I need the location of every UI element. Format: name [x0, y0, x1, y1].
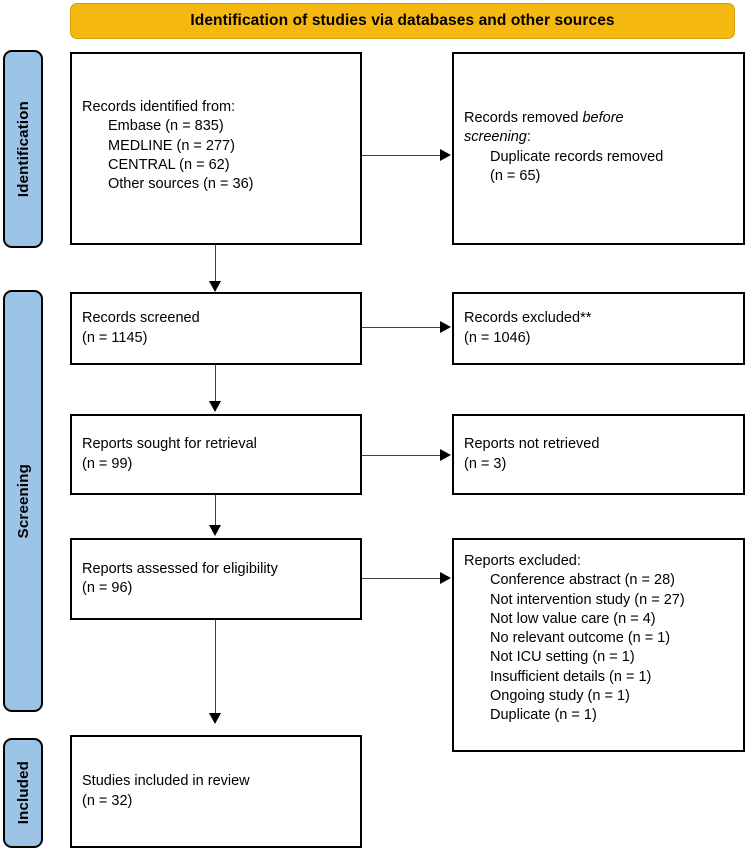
box-records-screened: Records screened (n = 1145): [70, 292, 362, 365]
records-screened-label: Records screened: [82, 310, 200, 327]
box-records-removed: Records removed before screening: Duplic…: [452, 52, 745, 245]
reports-excluded-item-insufficient-details: Insufficient details (n = 1): [490, 668, 652, 685]
box-studies-included: Studies included in review (n = 32): [70, 735, 362, 848]
records-identified-heading: Records identified from:: [82, 99, 236, 115]
connector-identified-to-removed: [362, 155, 440, 156]
reports-excluded-item-not-low-value-care: Not low value care (n = 4): [490, 610, 656, 627]
reports-not-retrieved-label: Reports not retrieved: [464, 436, 600, 453]
arrowhead-sought-to-not-retrieved: [440, 449, 451, 461]
reports-excluded-item-conference-abstract: Conference abstract (n = 28): [490, 572, 675, 589]
reports-sought-label: Reports sought for retrieval: [82, 436, 257, 453]
arrowhead-identified-to-screened: [209, 281, 221, 292]
reports-excluded-item-not-intervention-study: Not intervention study (n = 27): [490, 591, 685, 608]
reports-assessed-count: (n = 96): [82, 580, 133, 596]
stage-label-included: Included: [3, 738, 43, 848]
arrowhead-screened-to-excluded: [440, 321, 451, 333]
records-removed-item-count: (n = 65): [490, 167, 541, 184]
records-removed-heading-line2: screening:: [464, 128, 733, 147]
records-excluded-label: Records excluded**: [464, 310, 592, 327]
connector-assessed-to-excluded: [362, 578, 440, 579]
box-reports-assessed: Reports assessed for eligibility (n = 96…: [70, 538, 362, 620]
records-screened-count: (n = 1145): [82, 329, 148, 346]
connector-sought-to-assessed: [215, 495, 216, 527]
connector-screened-to-sought: [215, 365, 216, 403]
records-excluded-count: (n = 1046): [464, 329, 531, 346]
records-removed-heading-italic-screening: screening: [464, 129, 527, 146]
connector-sought-to-not-retrieved: [362, 455, 440, 456]
reports-excluded-item-not-icu-setting: Not ICU setting (n = 1): [490, 649, 635, 666]
records-removed-heading-prefix: Records removed: [464, 110, 583, 126]
box-records-excluded: Records excluded** (n = 1046): [452, 292, 745, 365]
connector-screened-to-excluded: [362, 327, 440, 328]
box-reports-sought: Reports sought for retrieval (n = 99): [70, 414, 362, 495]
arrowhead-sought-to-assessed: [209, 525, 221, 536]
stage-label-identification-text: Identification: [14, 100, 32, 198]
stage-label-screening-text: Screening: [14, 463, 32, 539]
box-records-identified: Records identified from: Embase (n = 835…: [70, 52, 362, 245]
arrowhead-screened-to-sought: [209, 401, 221, 412]
reports-excluded-heading: Reports excluded:: [464, 553, 581, 569]
reports-assessed-label: Reports assessed for eligibility: [82, 560, 278, 577]
connector-identified-to-screened: [215, 245, 216, 283]
stage-label-identification: Identification: [3, 50, 43, 248]
arrowhead-identified-to-removed: [440, 149, 451, 161]
records-removed-heading-italic-before: before: [582, 110, 624, 126]
reports-not-retrieved-count: (n = 3): [464, 455, 507, 472]
records-identified-item-central: CENTRAL (n = 62): [108, 156, 230, 173]
reports-excluded-item-ongoing-study: Ongoing study (n = 1): [490, 687, 630, 704]
records-removed-item-duplicates: Duplicate records removed: [490, 148, 664, 165]
diagram-title-banner: Identification of studies via databases …: [70, 3, 735, 39]
reports-excluded-item-duplicate: Duplicate (n = 1): [490, 707, 597, 724]
box-reports-excluded: Reports excluded: Conference abstract (n…: [452, 538, 745, 752]
studies-included-count: (n = 32): [82, 792, 133, 809]
records-identified-item-other: Other sources (n = 36): [108, 176, 254, 193]
diagram-title-text: Identification of studies via databases …: [190, 12, 615, 29]
records-removed-heading-line1: Records removed before: [464, 109, 733, 128]
records-identified-item-medline: MEDLINE (n = 277): [108, 137, 235, 154]
records-identified-item-embase: Embase (n = 835): [108, 118, 224, 135]
records-removed-heading-suffix: :: [526, 129, 531, 146]
arrowhead-assessed-to-included: [209, 713, 221, 724]
reports-sought-count: (n = 99): [82, 455, 133, 472]
stage-label-included-text: Included: [14, 761, 32, 825]
arrowhead-assessed-to-excluded: [440, 572, 451, 584]
box-reports-not-retrieved: Reports not retrieved (n = 3): [452, 414, 745, 495]
connector-assessed-to-included: [215, 620, 216, 715]
studies-included-label: Studies included in review: [82, 773, 250, 790]
reports-excluded-item-no-relevant-outcome: No relevant outcome (n = 1): [490, 630, 671, 647]
stage-label-screening: Screening: [3, 290, 43, 712]
